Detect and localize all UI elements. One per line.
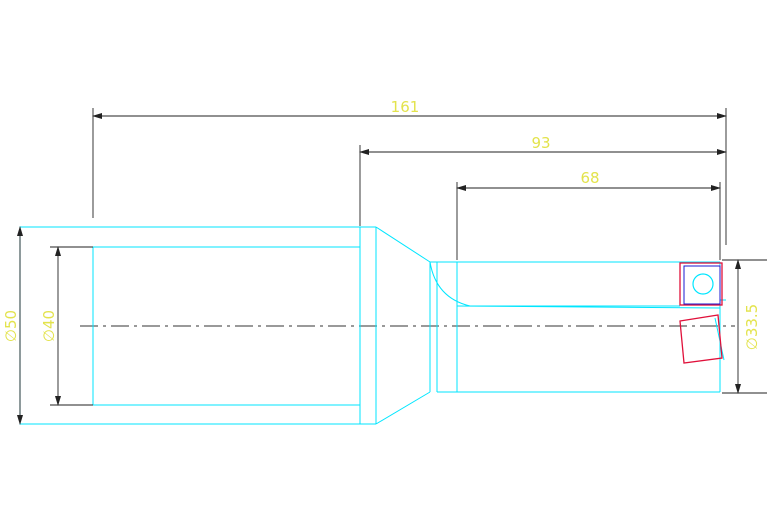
- dimension-inner-diameter: ∅40: [40, 310, 58, 342]
- neck-taper-outline: [360, 226, 438, 425]
- dimension-outer-diameter: ∅50: [2, 310, 20, 342]
- upper-insert: [679, 262, 723, 306]
- lower-insert: [679, 314, 723, 364]
- dimension-mid-length: 93: [531, 134, 550, 152]
- dimension-flute-length: 68: [580, 169, 599, 187]
- dimension-cutting-diameter: ∅33.5: [743, 304, 761, 350]
- shank-outline: [19, 226, 361, 425]
- dimension-lines: [17, 108, 767, 425]
- dimension-overall-length: 161: [391, 98, 420, 116]
- drill-body-outline: [429, 261, 726, 393]
